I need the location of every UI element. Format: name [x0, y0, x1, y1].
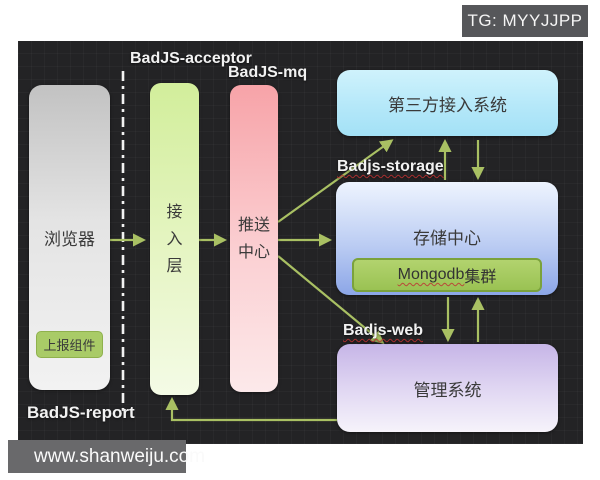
label-badjs-report: BadJS-report: [27, 403, 135, 422]
report-component-chip: 上报组件: [36, 331, 103, 358]
site-watermark-text: www.shanweiju.com: [34, 445, 206, 467]
mongodb-label-zh: 集群: [464, 269, 497, 286]
tg-watermark-badge: TG: MYYJJPP: [462, 5, 588, 37]
node-storage-title: 存储中心: [413, 229, 481, 248]
node-acceptor: 接入层: [150, 83, 199, 395]
tg-watermark-text: TG: MYYJJPP: [467, 11, 583, 30]
report-component-label: 上报组件: [43, 338, 96, 353]
node-acceptor-title: 接入层: [166, 203, 183, 275]
node-push-center-title: 推送中心: [237, 216, 270, 261]
label-badjs-mq: BadJS-mq: [228, 64, 308, 81]
node-browser-title: 浏览器: [44, 230, 95, 249]
label-badjs-web: Badjs-web: [343, 322, 424, 339]
mongodb-label-en: Mongodb: [397, 266, 465, 283]
node-third-party-system: 第三方接入系统: [337, 70, 558, 136]
node-management-system: 管理系统: [337, 344, 558, 432]
node-third-party-title: 第三方接入系统: [388, 95, 507, 115]
node-push-center: 推送中心: [230, 85, 278, 392]
node-browser: 浏览器 上报组件: [29, 85, 110, 390]
site-watermark-badge: www.shanweiju.com: [8, 440, 205, 473]
node-management-title: 管理系统: [413, 380, 482, 400]
label-badjs-acceptor: BadJS-acceptor: [130, 50, 252, 67]
label-badjs-storage: Badjs-storage: [337, 158, 444, 175]
